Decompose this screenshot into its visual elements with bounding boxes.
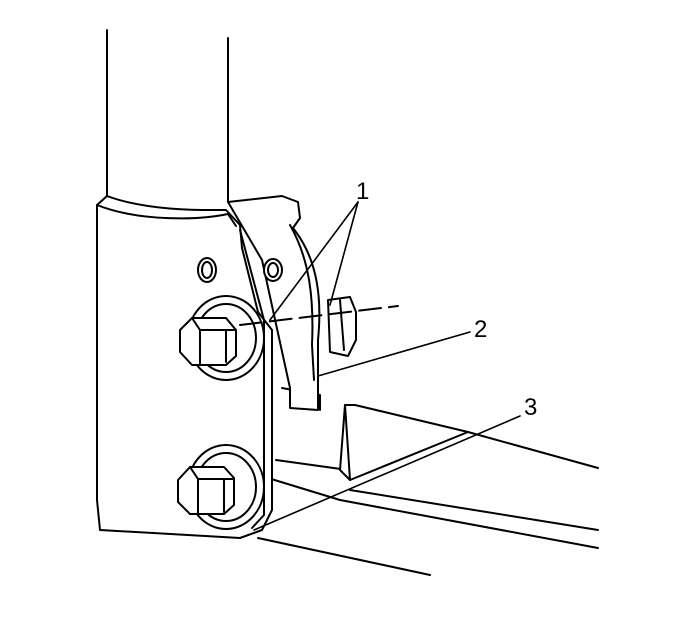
upper-post (106, 29, 229, 203)
upper-bolt (179, 295, 265, 381)
leader-1b (329, 201, 359, 306)
leader-2 (317, 331, 471, 377)
lower-bolt (177, 444, 265, 530)
bracket (339, 404, 469, 481)
callout-2: 2 (474, 316, 488, 343)
leader-3 (253, 415, 521, 531)
frame-rails (257, 387, 599, 576)
callout-3: 3 (524, 394, 538, 421)
leader-lines (253, 201, 521, 531)
callout-1: 1 (356, 178, 370, 205)
pivot-axis (239, 305, 399, 326)
leader-1a (269, 201, 359, 321)
